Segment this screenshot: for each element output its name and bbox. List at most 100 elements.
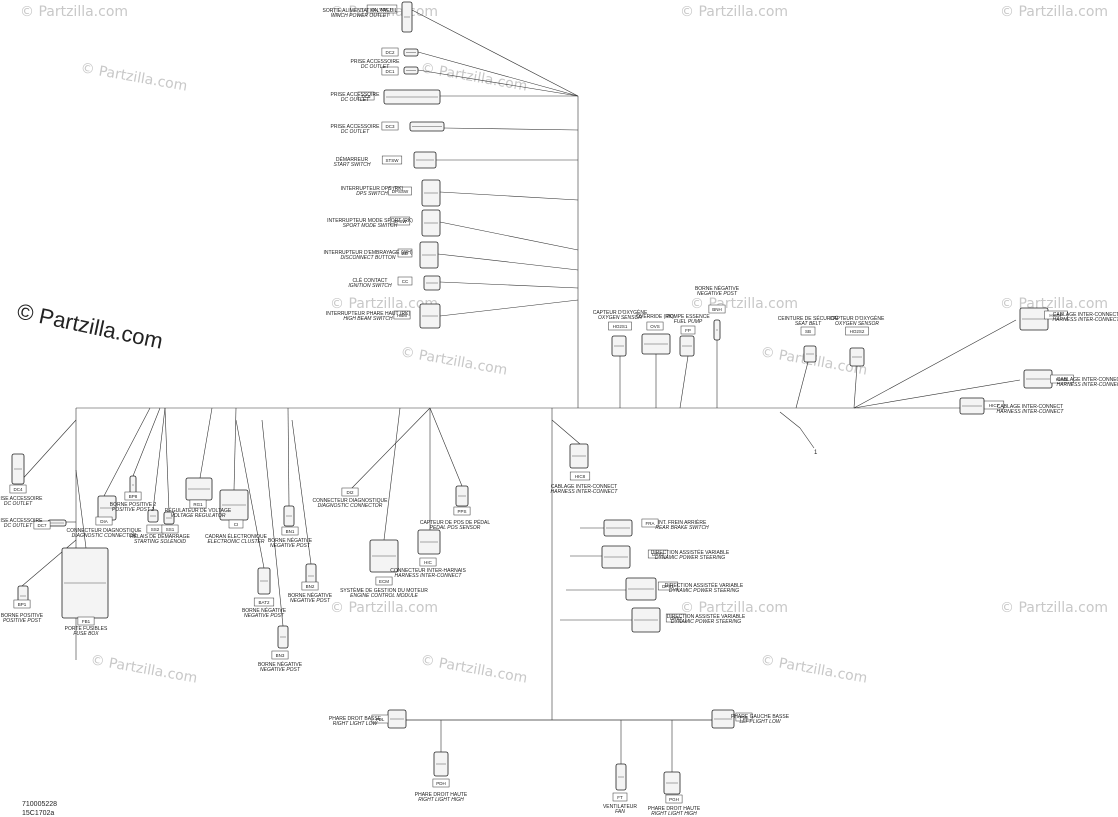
component-bnh (713, 319, 721, 341)
drawing-revision: 15C1702a (22, 810, 54, 817)
tag-ss1: SS1 (166, 527, 175, 532)
tag-pps-box (453, 506, 471, 516)
label-dc3-fr: PRISE ACCESSOIRE (331, 124, 381, 130)
label-hbm-fr: INTERRUPTEUR PHARE HAUT (RK) (326, 311, 411, 317)
tag-bp8-box (124, 491, 142, 501)
tag-pdl-box (371, 714, 389, 724)
label-ho2s2-en: OXYGEN SENSOR (835, 321, 879, 327)
component-pgh (663, 771, 681, 795)
label-sb-fr: CEINTURE DE SÉCURITÉ (778, 315, 839, 322)
label-pdl-fr: PHARE DROIT BASSE (329, 716, 382, 722)
tag-bat2-box (253, 597, 275, 607)
label-bl-wm-f-fr: SORTIE ALIMENTATION TREUIL (323, 8, 398, 14)
component-rg1 (185, 477, 213, 501)
tag-hic5p: HIC5P (1049, 313, 1062, 318)
component-stsw (413, 151, 437, 169)
tag-di2: DI2 (346, 490, 354, 495)
tag-pdh-box (432, 778, 450, 788)
tag-pgh: PGH (669, 797, 679, 802)
tag-ft-box (612, 792, 628, 802)
label-dc3-en: DC OUTLET (341, 129, 370, 135)
watermark-text: © Partzilla.com (79, 60, 188, 95)
tag-dpssw: DPSSW (392, 189, 409, 194)
tag-dc4-box (9, 484, 27, 494)
component-bp8 (129, 475, 137, 495)
label-hic-en: HARNESS INTER-CONNECT (395, 573, 463, 579)
tag-dc7: DC7 (37, 523, 46, 528)
watermark-text: © Partzilla.com (419, 652, 528, 687)
tag-dia: DIA (100, 519, 108, 524)
tag-dc1-box (381, 66, 399, 76)
label-dia-fr: CONNECTEUR DIAGNOSTIQUE (66, 528, 142, 534)
label-pgh-fr: PHARE DROIT HAUTE (648, 806, 701, 812)
component-ho2s2 (849, 347, 865, 367)
label-bn2-en: NEGATIVE POST (290, 598, 331, 604)
watermark-text: © Partzilla.com (680, 600, 788, 616)
label-hic5p-fr: CABLAGE INTER-CONNECT (1053, 312, 1118, 318)
tag-fb1: FB1 (82, 619, 91, 624)
tag-ft: FT (617, 795, 623, 800)
label-fp-en: FUEL PUMP (674, 319, 703, 325)
tag-bn2-box (301, 581, 319, 591)
component-fra (603, 519, 633, 537)
watermark-logo: © Partzilla.com (15, 298, 165, 353)
label-ci-fr: CADRAN ÉLECTRONIQUE (205, 533, 268, 540)
tag-hic: HIC (424, 560, 433, 565)
label-rg1-fr: RÉGULATEUR DE VOLTAGE (165, 507, 232, 514)
tag-hic-box (419, 557, 437, 567)
label-bd-en: DISCONNECT BUTTON (341, 255, 396, 261)
tag-ovs-box (646, 321, 664, 331)
label-ft-fr: VENTILATEUR (603, 804, 637, 810)
tag-rg1: RG1 (193, 502, 203, 507)
component-bn3 (277, 625, 289, 649)
tag-hic6l-box (1050, 374, 1074, 384)
tag-bp8: BP8 (129, 494, 138, 499)
tag-pdl: PDL (376, 717, 385, 722)
component-pps (455, 485, 469, 507)
label-dps1-en: DYNAMIC POWER STEERING (669, 588, 739, 594)
component-bl-wm-f (401, 1, 413, 33)
component-sb (803, 345, 817, 363)
label-fra-en: REAR BRAKE SWITCH (655, 525, 709, 531)
label-bnh-fr: BORNE NÉGATIVE (695, 285, 740, 292)
tag-ss2: SS2 (151, 527, 160, 532)
tag-ecm-box (375, 576, 393, 586)
component-bn1 (283, 505, 295, 527)
component-dpssw (421, 179, 441, 207)
label-dpssw-en: DPS SWITCH (356, 191, 388, 197)
tag-bn1: BN1 (286, 529, 295, 534)
component-hic (417, 529, 441, 555)
label-ovs-fr: OVERRIDE (RK) (636, 314, 674, 320)
label-bp8-fr: BORNE POSITIVE 2 (110, 502, 157, 508)
tag-bd-box (397, 248, 413, 258)
label-stsw-fr: DÉMARREUR (336, 156, 369, 163)
tag-bnh: BNH (712, 307, 722, 312)
watermark-text: © Partzilla.com (419, 60, 528, 95)
tag-spsw-box (389, 216, 411, 226)
tag-sb: SB (805, 329, 811, 334)
label-dc7-en: DC OUTLET (4, 523, 33, 529)
label-dc7-fr: PRISE ACCESSOIRE (0, 518, 43, 524)
label-dps2-en: DYNAMIC POWER STEERING (671, 619, 741, 625)
tag-bn2: BN2 (306, 584, 315, 589)
component-ss1 (163, 511, 175, 525)
tag-dpssw-box (388, 186, 412, 196)
tag-fp-box (680, 325, 696, 335)
label-bn2-fr: BORNE NÉGATIVE (288, 592, 333, 599)
watermark-text: © Partzilla.com (680, 4, 788, 20)
component-cc (423, 275, 441, 291)
label-pgl-en: LEFT LIGHT LOW (739, 719, 781, 725)
component-dc7 (47, 519, 67, 527)
component-dps2 (631, 607, 661, 633)
tag-bnh-box (708, 304, 726, 314)
tag-dps3: DPS3 (652, 552, 664, 557)
component-hic7 (959, 397, 985, 415)
label-pgl-fr: PHARE GAUCHE BASSE (731, 714, 790, 720)
tag-bn1-box (281, 526, 299, 536)
label-fb1-en: FUSE BOX (73, 631, 99, 637)
tag-ci-box (228, 519, 244, 529)
label-bl-wm-f-en: WINCH POWER OUTLET (331, 13, 390, 19)
reference-callout: 1 (814, 450, 818, 456)
tag-ci: CI (234, 522, 239, 527)
